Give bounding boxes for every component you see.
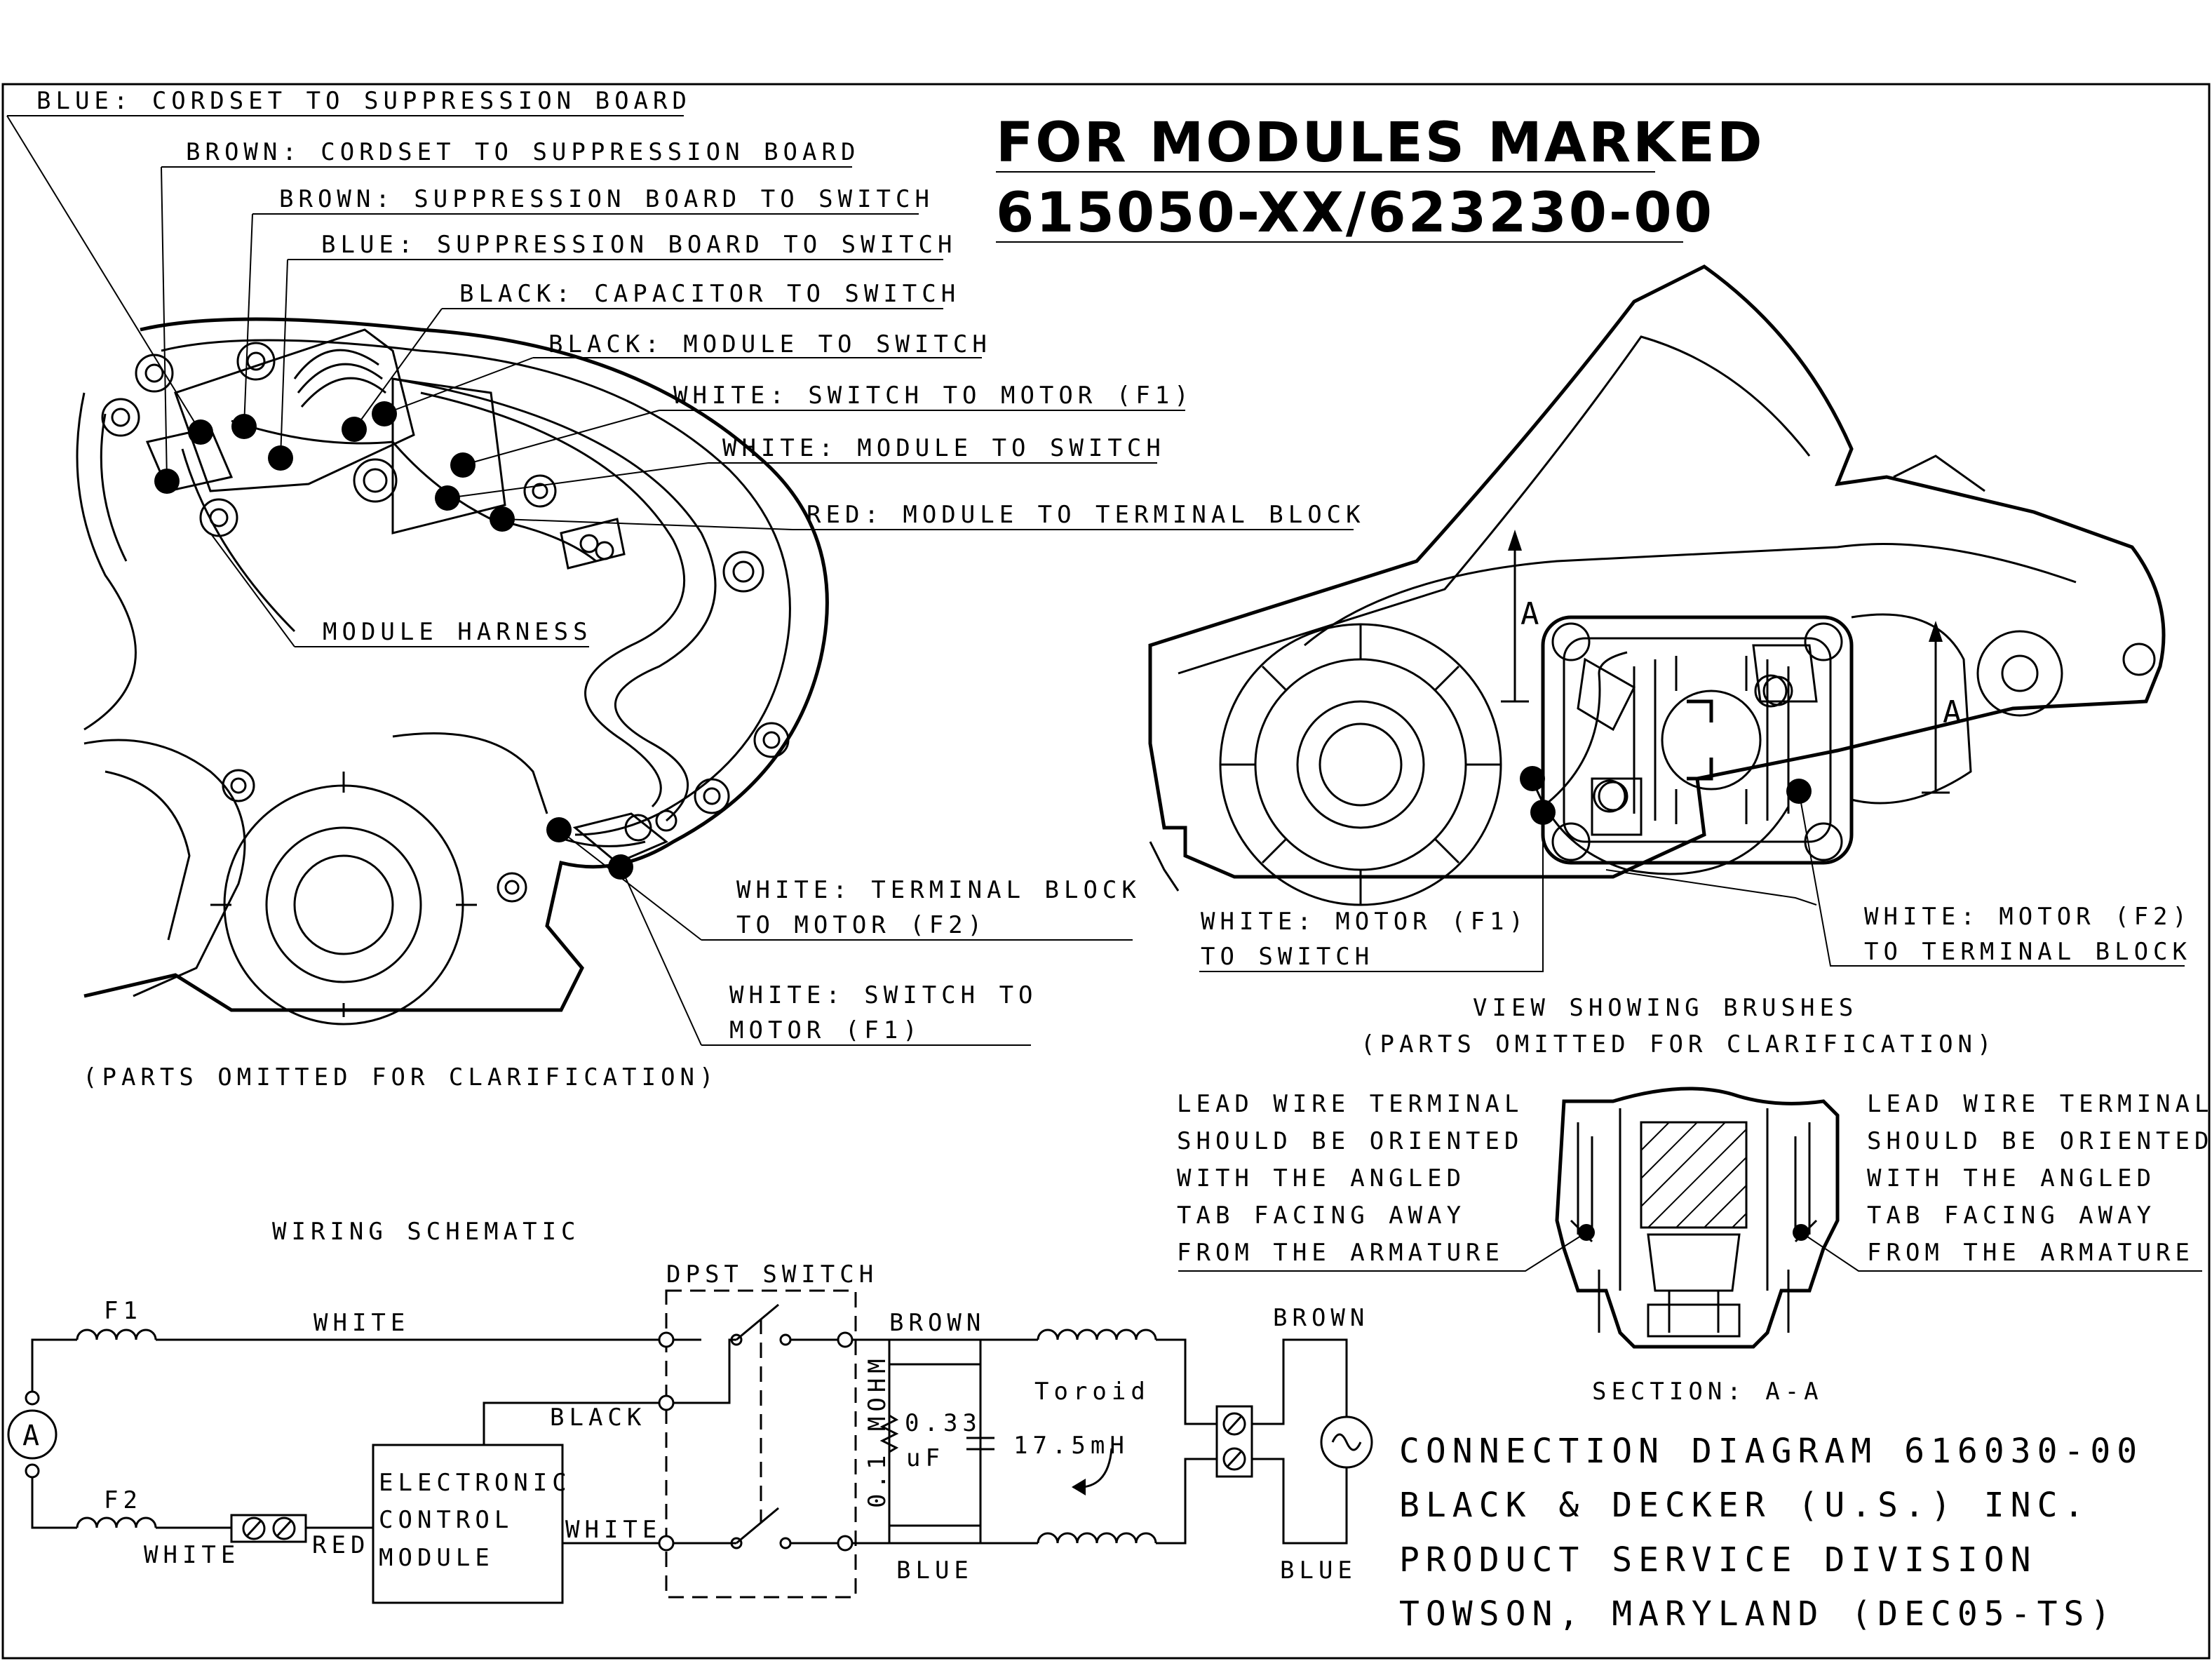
callout-white-switch-motor: WHITE: SWITCH TO MOTOR (F1) [673, 382, 1194, 410]
section-notes: LEAD WIRE TERMINAL SHOULD BE ORIENTED WI… [1177, 1090, 2212, 1406]
section-marker-left: A [1520, 596, 1544, 632]
footer-line-2: BLACK & DECKER (U.S.) INC. [1399, 1486, 2090, 1525]
f1-label: F1 [104, 1297, 142, 1325]
left-view-drawing [76, 317, 829, 1025]
section-note-right-1: LEAD WIRE TERMINAL [1867, 1090, 2212, 1118]
callout-white-module-switch: WHITE: MODULE TO SWITCH [722, 434, 1166, 462]
right-view-drawing: A A [1148, 264, 2166, 906]
callout-blue-board-switch: BLUE: SUPPRESSION BOARD TO SWITCH [321, 231, 957, 259]
armature-symbol [7, 1409, 58, 1460]
wire-white-module: WHITE [565, 1516, 661, 1544]
wire-white-top: WHITE [313, 1309, 410, 1337]
section-note-right-4: TAB FACING AWAY [1867, 1202, 2156, 1230]
section-note-right-5: FROM THE ARMATURE [1867, 1239, 2194, 1267]
section-note-right-3: WITH THE ANGLED [1867, 1164, 2156, 1192]
callout-red-module-terminal: RED: MODULE TO TERMINAL BLOCK [807, 501, 1365, 529]
footer-block: CONNECTION DIAGRAM 616030-00 BLACK & DEC… [1399, 1432, 2143, 1634]
section-note-left-5: FROM THE ARMATURE [1177, 1239, 1504, 1267]
field-coil-f2 [76, 1517, 157, 1528]
resistor-symbol [879, 1414, 899, 1453]
capacitor-value: 0.33 [905, 1409, 982, 1437]
left-view-leaders [6, 115, 1354, 1046]
callout-brown-board-switch: BROWN: SUPPRESSION BOARD TO SWITCH [279, 185, 934, 213]
section-drawing [1555, 1087, 1840, 1349]
resistor-label: 0.1 MOHM [863, 1354, 891, 1508]
callout-module-harness: MODULE HARNESS [323, 618, 593, 646]
section-leaders [1178, 1232, 2202, 1272]
left-view-callouts: BLUE: CORDSET TO SUPPRESSION BOARD BROWN… [36, 87, 1365, 1091]
right-view-note: (PARTS OMITTED FOR CLARIFICATION) [1361, 1030, 1997, 1058]
drawing-frame [1, 83, 2211, 1660]
toroid-coil-top [1037, 1329, 1157, 1340]
callout-motor-f2-1: WHITE: MOTOR (F2) [1864, 903, 2192, 931]
footer-line-3: PRODUCT SERVICE DIVISION [1399, 1540, 2037, 1580]
toroid-name: Toroid [1034, 1378, 1150, 1406]
section-note-left-2: SHOULD BE ORIENTED [1177, 1127, 1523, 1155]
right-view-caption: VIEW SHOWING BRUSHES [1473, 994, 1858, 1022]
supply-terminal-block [1215, 1405, 1253, 1478]
section-caption: SECTION: A-A [1592, 1378, 1823, 1406]
wire-black: BLACK [550, 1404, 646, 1432]
toroid-coil-bottom [1037, 1532, 1157, 1544]
wire-white-bottom: WHITE [144, 1541, 240, 1569]
callout-brown-cordset: BROWN: CORDSET TO SUPPRESSION BOARD [186, 138, 860, 166]
callout-white-terminal-motor-1: WHITE: TERMINAL BLOCK [736, 876, 1141, 904]
callout-white-switch-motor-low-2: MOTOR (F1) [729, 1016, 922, 1044]
module-line-1: ELECTRONIC [379, 1469, 572, 1497]
right-view-callouts: WHITE: MOTOR (F1) TO SWITCH WHITE: MOTOR… [1201, 903, 2192, 1058]
ac-source-symbol [1320, 1415, 1373, 1469]
toroid-value: 17.5mH [1013, 1432, 1129, 1460]
callout-white-terminal-motor-2: TO MOTOR (F2) [736, 911, 987, 939]
footer-line-4: TOWSON, MARYLAND (DEC05-TS) [1399, 1594, 2117, 1634]
dpst-switch-box [665, 1289, 857, 1599]
callout-motor-f1-2: TO SWITCH [1201, 943, 1374, 971]
ac-wave-icon [1331, 1433, 1362, 1451]
callout-black-capacitor-switch: BLACK: CAPACITOR TO SWITCH [459, 280, 960, 308]
right-view-leaders [1199, 791, 2185, 972]
section-note-left-1: LEAD WIRE TERMINAL [1177, 1090, 1523, 1118]
callout-white-switch-motor-low-1: WHITE: SWITCH TO [729, 981, 1038, 1009]
title-line-1: FOR MODULES MARKED [996, 112, 1765, 175]
section-note-right-2: SHOULD BE ORIENTED [1867, 1127, 2212, 1155]
field-coil-f1 [76, 1329, 157, 1340]
module-line-2: CONTROL [379, 1506, 513, 1534]
section-note-left-3: WITH THE ANGLED [1177, 1164, 1466, 1192]
left-view-note: (PARTS OMITTED FOR CLARIFICATION) [83, 1063, 719, 1091]
wire-blue-bottom: BLUE [896, 1556, 973, 1585]
section-marker-right: A [1943, 694, 1967, 730]
wire-red: RED [312, 1531, 370, 1559]
schematic-title: WIRING SCHEMATIC [272, 1218, 581, 1246]
supply-brown: BROWN [1273, 1304, 1369, 1332]
callout-blue-cordset: BLUE: CORDSET TO SUPPRESSION BOARD [36, 87, 692, 115]
f2-label: F2 [104, 1486, 142, 1514]
capacitor-unit: uF [906, 1444, 945, 1472]
callout-black-module-switch: BLACK: MODULE TO SWITCH [548, 330, 992, 358]
supply-blue: BLUE [1280, 1556, 1357, 1585]
title-line-2: 615050-XX/623230-00 [996, 182, 1714, 245]
module-line-3: MODULE [379, 1544, 494, 1572]
wiring-schematic: WIRING SCHEMATIC A F1 WHITE F2 WHITE RED… [7, 1218, 1373, 1604]
callout-motor-f1-1: WHITE: MOTOR (F1) [1201, 908, 1528, 936]
section-note-left-4: TAB FACING AWAY [1177, 1202, 1466, 1230]
callout-motor-f2-2: TO TERMINAL BLOCK [1864, 938, 2192, 966]
footer-line-1: CONNECTION DIAGRAM 616030-00 [1399, 1432, 2143, 1471]
wire-brown-top: BROWN [889, 1309, 985, 1337]
armature-label: A [22, 1420, 39, 1452]
switch-label: DPST SWITCH [666, 1260, 878, 1289]
electronic-control-module [372, 1444, 564, 1604]
title-block: FOR MODULES MARKED 615050-XX/623230-00 [996, 112, 1765, 245]
